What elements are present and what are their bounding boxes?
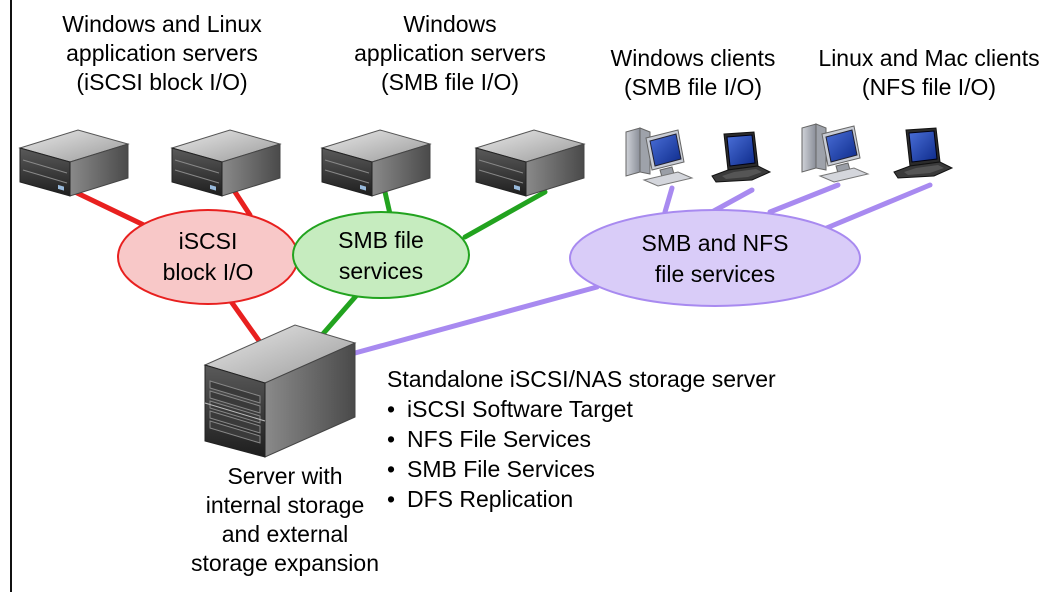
line-nfs-client-3 [767, 182, 841, 215]
rack-server-icon [18, 129, 130, 197]
line-nfs-client-2 [709, 187, 755, 215]
line-smb-server-1 [382, 189, 393, 217]
line-nfs-storage [352, 284, 600, 356]
feature-text: iSCSI Software Target [407, 396, 633, 422]
line-nfs-client-1 [662, 185, 675, 215]
storage-feature-list: • iSCSI Software Target • NFS File Service… [387, 394, 776, 514]
line-smb-storage [319, 293, 359, 338]
label-windows-clients-text: Windows clients (SMB file I/O) [610, 45, 776, 100]
bullet: • [387, 456, 396, 482]
feature-item: • DFS Replication [387, 484, 776, 514]
rack-server-icon [170, 129, 282, 197]
label-windows-linux-app-servers: Windows and Linux application servers (i… [42, 10, 282, 97]
connection-lines [72, 182, 933, 356]
line-iscsi-server-1 [72, 189, 153, 231]
line-iscsi-server-2 [232, 189, 253, 218]
smb-nfs-ellipse [569, 209, 861, 307]
desktop-pc-icon [625, 127, 694, 187]
iscsi-service-text: iSCSI block I/O [162, 228, 254, 285]
smb-ellipse [292, 211, 470, 299]
iscsi-service-label: iSCSI block I/O [128, 226, 288, 288]
feature-text: NFS File Services [407, 426, 592, 452]
line-iscsi-storage [227, 297, 265, 348]
desktop-pc-icon [801, 123, 870, 183]
bullet: • [387, 426, 396, 452]
label-linux-mac-clients-text: Linux and Mac clients (NFS file I/O) [818, 45, 1040, 100]
label-windows-linux-app-servers-text: Windows and Linux application servers (i… [62, 11, 262, 95]
storage-server-icon [203, 324, 357, 458]
feature-item: • iSCSI Software Target [387, 394, 776, 424]
smb-nfs-service-text: SMB and NFS file services [641, 230, 789, 287]
storage-server-caption: Server with internal storage and externa… [170, 462, 400, 578]
label-windows-app-servers-text: Windows application servers (SMB file I/… [354, 11, 546, 95]
bullet: • [387, 396, 396, 422]
label-linux-mac-clients: Linux and Mac clients (NFS file I/O) [802, 44, 1056, 102]
feature-item: • SMB File Services [387, 454, 776, 484]
feature-text: SMB File Services [407, 456, 595, 482]
storage-server-caption-text: Server with internal storage and externa… [191, 463, 379, 576]
smb-service-label: SMB file services [301, 225, 461, 287]
laptop-icon [893, 127, 954, 179]
line-smb-server-2 [462, 189, 548, 240]
smb-nfs-service-label: SMB and NFS file services [600, 228, 830, 290]
feature-text: DFS Replication [407, 486, 574, 512]
storage-server-title: Standalone iSCSI/NAS storage server [387, 366, 776, 392]
rack-server-icon [320, 129, 432, 197]
bullet: • [387, 486, 396, 512]
feature-item: • NFS File Services [387, 424, 776, 454]
rack-server-icon [474, 129, 586, 197]
laptop-icon [711, 131, 772, 183]
smb-service-text: SMB file services [338, 227, 424, 284]
frame-border [10, 0, 1056, 592]
label-windows-app-servers: Windows application servers (SMB file I/… [340, 10, 560, 97]
label-windows-clients: Windows clients (SMB file I/O) [592, 44, 794, 102]
storage-server-description: Standalone iSCSI/NAS storage server • iSC… [387, 364, 776, 514]
line-nfs-client-4 [814, 182, 933, 235]
